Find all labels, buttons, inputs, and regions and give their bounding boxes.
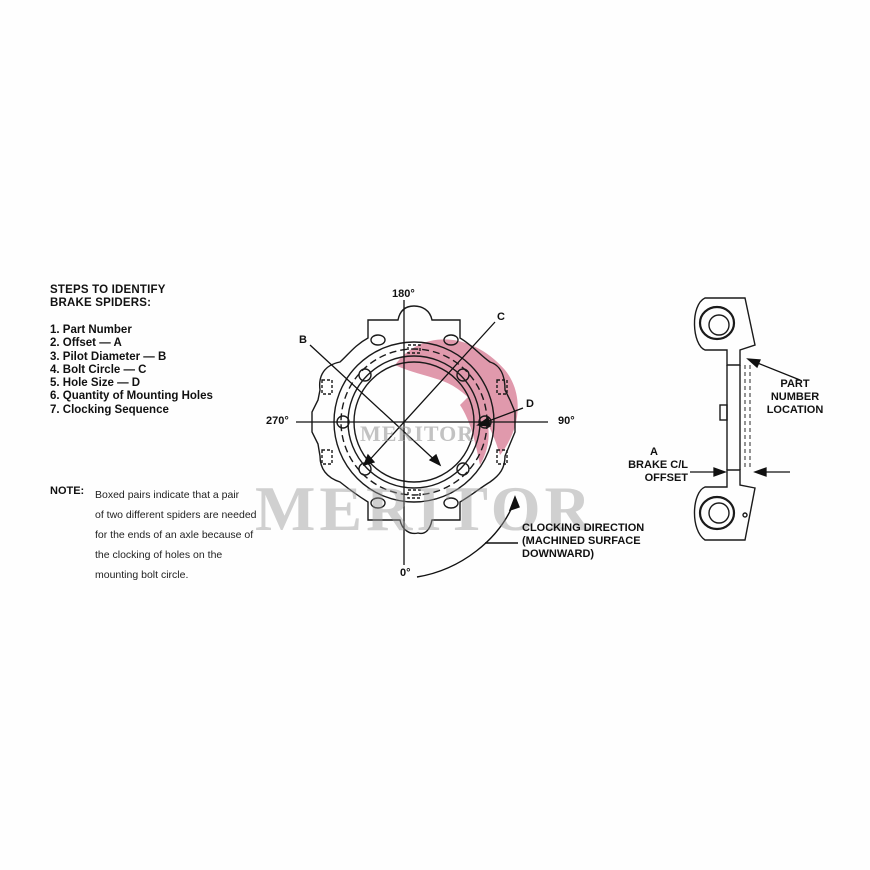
spider-side-view (693, 297, 756, 541)
side-view-arrows (690, 358, 801, 477)
meritor-watermark-text: MERITOR (255, 473, 595, 544)
note-label: NOTE: (50, 485, 85, 497)
meritor-small-watermark: MERITOR (360, 421, 474, 446)
brake-offset-label: A BRAKE C/L OFFSET (628, 446, 688, 484)
clocking-direction-label: CLOCKING DIRECTION (MACHINED SURFACE DOW… (522, 522, 645, 560)
step-item: 2. Offset — A (50, 337, 122, 350)
angle-90-label: 90° (558, 415, 575, 427)
label-d: D (526, 398, 534, 410)
steps-list: 1. Part Number 2. Offset — A 3. Pilot Di… (50, 324, 213, 417)
step-item: 7. Clocking Sequence (50, 403, 169, 416)
clocking-arrow (416, 495, 520, 578)
label-b: B (299, 334, 307, 346)
angle-0-label: 0° (400, 567, 411, 579)
note-text: Boxed pairs indicate that a pair of two … (95, 489, 257, 581)
part-number-location-label: PART NUMBER LOCATION (766, 378, 824, 416)
angle-270-label: 270° (266, 415, 289, 427)
leader-lines (309, 321, 524, 467)
steps-title: STEPS TO IDENTIFY BRAKE SPIDERS: (50, 284, 166, 309)
step-item: 1. Part Number (50, 324, 132, 336)
step-item: 5. Hole Size — D (50, 377, 141, 390)
step-item: 6. Quantity of Mounting Holes (50, 390, 213, 403)
step-item: 3. Pilot Diameter — B (50, 350, 167, 363)
meritor-logo-watermark (395, 339, 518, 465)
label-c: C (497, 311, 505, 323)
step-item: 4. Bolt Circle — C (50, 363, 147, 376)
angle-180-label: 180° (392, 288, 415, 300)
